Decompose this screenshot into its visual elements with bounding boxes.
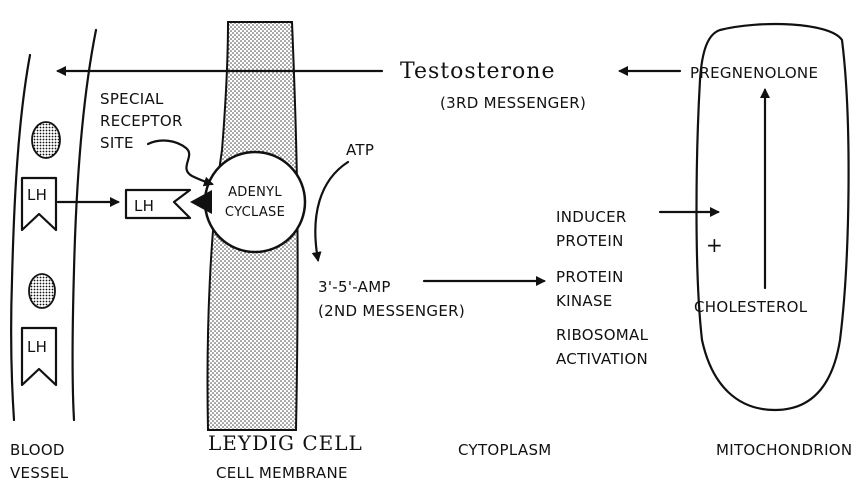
amp-label: 3'-5'-AMP bbox=[318, 278, 391, 296]
vessel-label: VESSEL bbox=[10, 464, 69, 482]
cholesterol-label: CHOLESTEROL bbox=[694, 298, 808, 316]
inducer-label: INDUCER bbox=[556, 208, 627, 226]
activation-label: ACTIVATION bbox=[556, 350, 648, 368]
cell-membrane-label: CELL MEMBRANE bbox=[216, 464, 348, 482]
blood-cell-icon bbox=[29, 274, 55, 308]
adenyl-label: ADENYL bbox=[228, 185, 282, 200]
receptor-binding-triangle bbox=[190, 190, 212, 214]
receptor-site-squiggle-arrow bbox=[148, 141, 212, 184]
blood-cell-icon bbox=[32, 122, 60, 158]
receptor-label: RECEPTOR bbox=[100, 112, 183, 130]
leydig-cell-label: LEYDIG CELL bbox=[208, 431, 363, 455]
cytoplasm-label: CYTOPLASM bbox=[458, 441, 552, 459]
mitochondrion-label: MITOCHONDRION bbox=[716, 441, 852, 459]
ribosomal-label: RIBOSOMAL bbox=[556, 326, 649, 344]
protein-kinase-label-1: PROTEIN bbox=[556, 268, 624, 286]
blood-vessel-right-wall bbox=[73, 30, 97, 420]
protein-kinase-label-2: KINASE bbox=[556, 292, 613, 310]
third-messenger-label: (3RD MESSENGER) bbox=[440, 94, 586, 112]
cyclase-label: CYCLASE bbox=[225, 205, 285, 220]
atp-label: ATP bbox=[346, 141, 374, 159]
receptor-lh-label: LH bbox=[134, 197, 154, 215]
lh-label: LH bbox=[27, 186, 47, 204]
special-label: SPECIAL bbox=[100, 90, 164, 108]
site-label: SITE bbox=[100, 134, 134, 152]
lh-molecule-icon: LH bbox=[22, 328, 56, 385]
lh-molecule-icon: LH bbox=[22, 178, 56, 230]
blood-vessel-left-wall bbox=[11, 55, 30, 420]
lh-label: LH bbox=[27, 338, 47, 356]
atp-conversion-arrow bbox=[315, 162, 348, 260]
inducer-protein-label: PROTEIN bbox=[556, 232, 624, 250]
plus-sign: + bbox=[706, 233, 723, 257]
pregnenolone-label: PREGNENOLONE bbox=[690, 64, 818, 82]
blood-label: BLOOD bbox=[10, 441, 65, 459]
receptor-lh-icon: LH bbox=[126, 190, 190, 218]
second-messenger-label: (2ND MESSENGER) bbox=[318, 302, 465, 320]
adenyl-cyclase-circle bbox=[205, 152, 305, 252]
testosterone-label: Testosterone bbox=[400, 59, 555, 84]
